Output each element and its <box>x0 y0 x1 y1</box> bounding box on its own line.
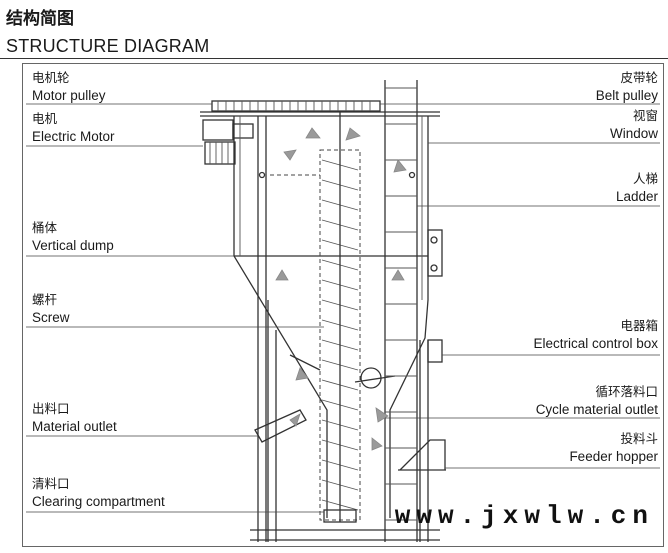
website-watermark: www.jxwlw.cn <box>394 501 654 531</box>
material-flow-arrows <box>275 127 407 451</box>
label-material-outlet: 出料口 Material outlet <box>32 401 117 434</box>
material-outlet-chute <box>254 409 307 443</box>
feeder-hopper <box>399 439 446 471</box>
clearing-compartment-door <box>323 509 357 523</box>
label-cycle-material-outlet: 循环落料口 Cycle material outlet <box>535 384 658 417</box>
motor-base <box>204 141 236 165</box>
label-ladder: 人梯 Ladder <box>615 171 658 204</box>
belt-cover-hatching <box>217 101 371 111</box>
control-panel <box>427 339 443 363</box>
label-electric-motor: 电机 Electric Motor <box>32 111 115 144</box>
label-belt-pulley: 皮带轮 Belt pulley <box>595 70 658 103</box>
tank-left-wall <box>233 116 328 518</box>
label-motor-pulley: 电机轮 Motor pulley <box>32 70 106 103</box>
label-electrical-control-box: 电器箱 Electrical control box <box>533 318 658 351</box>
label-feeder-hopper: 投料斗 Feeder hopper <box>569 431 658 464</box>
belt-cover <box>211 100 381 112</box>
label-screw: 螺杆 Screw <box>32 292 70 325</box>
leader-lines <box>26 103 660 513</box>
ladder-rungs <box>385 87 417 521</box>
label-vertical-dump: 桶体 Vertical dump <box>32 220 114 253</box>
motor-pulley <box>232 123 254 139</box>
diagram-title-english: STRUCTURE DIAGRAM <box>6 36 210 56</box>
label-window: 视窗 Window <box>609 108 658 141</box>
label-clearing-compartment: 清料口 Clearing compartment <box>32 476 165 509</box>
diagram-title-chinese: 结构简图 <box>6 9 74 29</box>
diagram-frame <box>22 63 664 547</box>
electrical-control-box <box>427 229 443 277</box>
title-underline <box>0 58 668 59</box>
electric-motor <box>202 119 234 141</box>
